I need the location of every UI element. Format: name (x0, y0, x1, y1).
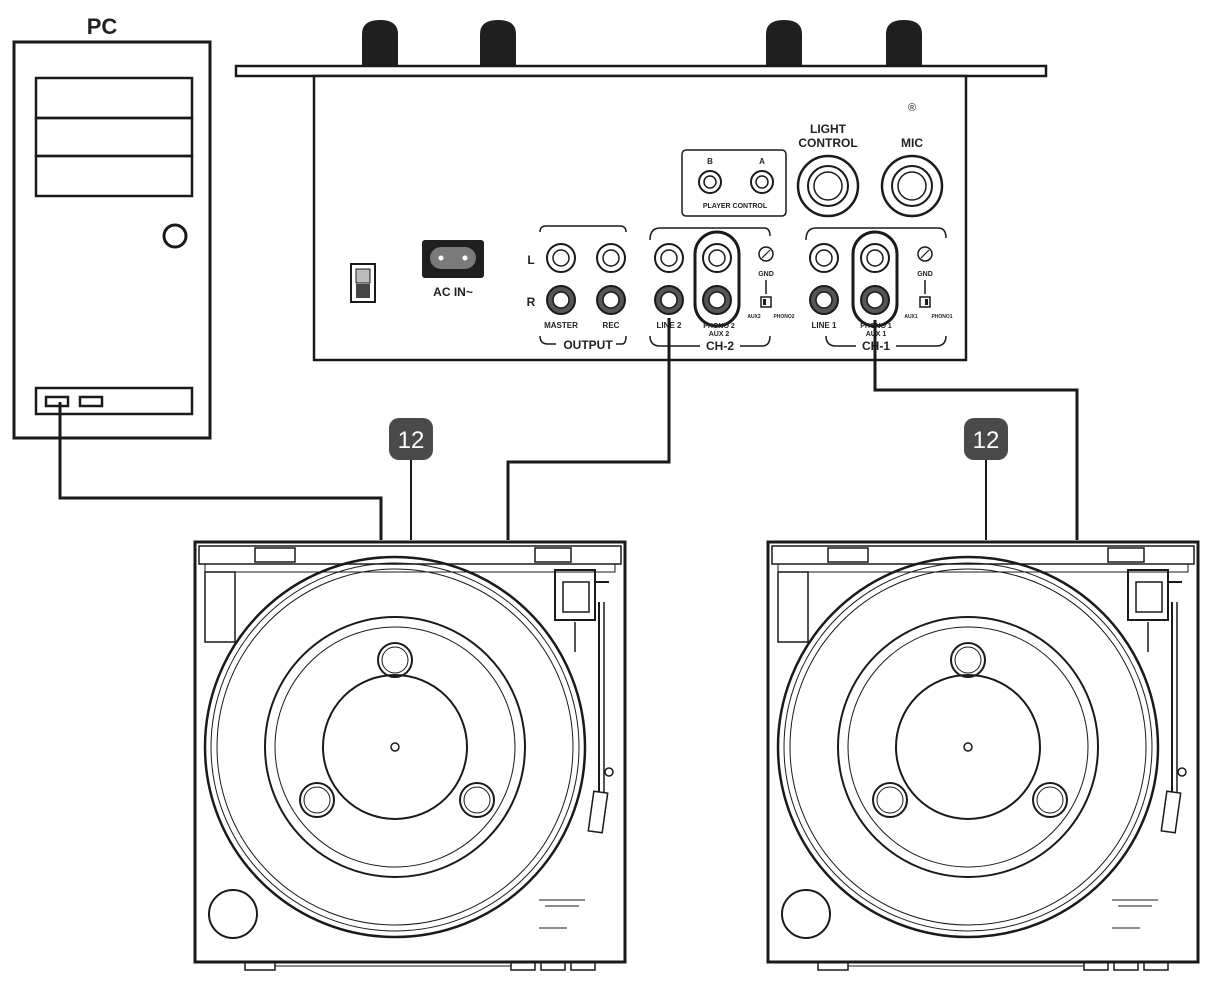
ch2-aux-label: AUX 2 (709, 331, 730, 338)
output-section: L R MASTER REC OUTPUT (527, 225, 627, 352)
power-button-icon (162, 223, 188, 249)
rec-label: REC (603, 321, 620, 330)
ch2-switch-aux-label: AUX2 (747, 314, 761, 320)
ch1-switch-aux-label: AUX1 (904, 314, 918, 320)
light-control-label-2: CONTROL (798, 136, 857, 150)
ch2-group-label: CH-2 (706, 339, 734, 353)
rec-l-jack (596, 243, 626, 273)
mixer-knobs (362, 20, 922, 66)
ch2-line-r-jack (654, 285, 684, 315)
light-control-label-1: LIGHT (810, 122, 847, 136)
registered-mark: ® (908, 102, 916, 114)
ch2-line-l-jack (654, 243, 684, 273)
player-control-section: B A PLAYER CONTROL (681, 149, 787, 217)
usb-port-1 (44, 395, 70, 408)
player-control-label: PLAYER CONTROL (703, 203, 768, 210)
ch1-phono-r-jack (860, 285, 890, 315)
ch2-phono-label: PHONO 2 (703, 323, 735, 330)
pc-tower: PC (12, 14, 212, 440)
ch2-phono-l-jack (702, 243, 732, 273)
master-l-jack (546, 243, 576, 273)
ch1-switch-phono-label: PHONO1 (931, 314, 952, 320)
ch2-cable (506, 318, 671, 540)
ac-in-socket: AC IN~ (422, 240, 484, 299)
pc-label: PC (87, 14, 118, 39)
output-row-l-label: L (527, 253, 534, 267)
turntable-right (766, 540, 1200, 972)
ch1-line-label: LINE 1 (812, 321, 837, 330)
dj-mixer: ® AC IN~ L R MASTER REC OUTPUT (234, 20, 1048, 362)
usb-cable (58, 402, 383, 540)
light-control-section: LIGHT CONTROL (796, 122, 860, 218)
ch1-line-r-jack (809, 285, 839, 315)
callout-right-number: 12 (973, 427, 1000, 454)
player-control-b-label: B (707, 157, 713, 166)
mic-label: MIC (901, 136, 923, 150)
ch2-gnd-label: GND (758, 271, 774, 278)
output-group-label: OUTPUT (563, 338, 613, 352)
mic-section: MIC (880, 136, 944, 218)
power-switch (350, 263, 376, 303)
callout-left-badge: 12 (389, 418, 433, 460)
ch1-cable (873, 320, 1079, 540)
rec-r-jack (596, 285, 626, 315)
ch1-line-l-jack (809, 243, 839, 273)
ac-in-label: AC IN~ (433, 285, 473, 299)
master-r-jack (546, 285, 576, 315)
player-control-a-label: A (759, 157, 765, 166)
callout-left-number: 12 (398, 427, 425, 454)
ch2-phono-r-jack (702, 285, 732, 315)
ch1-phono-l-jack (860, 243, 890, 273)
ch2-switch-phono-label: PHONO2 (773, 314, 794, 320)
output-row-r-label: R (527, 295, 536, 309)
cables (58, 318, 1079, 540)
master-label: MASTER (544, 321, 578, 330)
turntable-left (193, 540, 627, 972)
usb-port-2 (78, 395, 104, 408)
ch1-gnd-label: GND (917, 271, 933, 278)
callout-right-badge: 12 (964, 418, 1008, 460)
ch2-phono-highlight (693, 230, 741, 328)
